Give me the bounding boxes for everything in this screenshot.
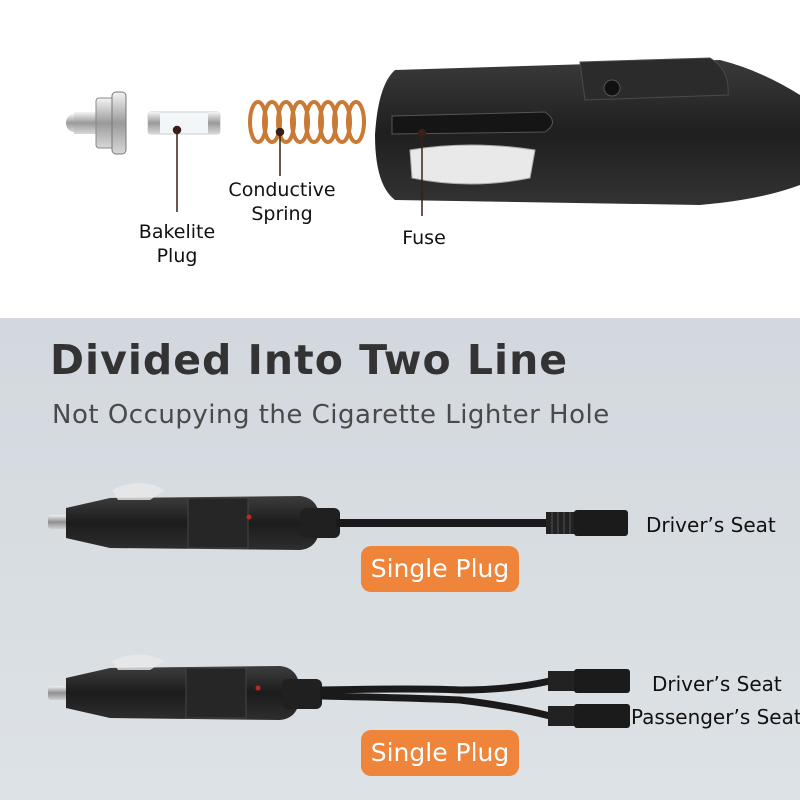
single-plug-badge-2: Single Plug [361,730,519,776]
drivers-seat-label-1: Driver’s Seat [646,513,776,537]
fuse-part [147,111,221,135]
pointer-lines [172,125,427,216]
bakelite-plug-label: Bakelite Plug [138,221,216,267]
cable-illustrations [48,483,630,728]
fuse-label: Fuse [402,227,446,249]
headline-subtitle: Not Occupying the Cigarette Lighter Hole [52,400,610,430]
plug-body-part [375,57,800,205]
conductive-spring-part [248,100,366,144]
drivers-seat-label-2: Driver’s Seat [652,672,782,696]
passengers-seat-label: Passenger’s Seat [631,705,800,729]
headline-title: Divided Into Two Line [50,336,569,384]
dual-output-cable [48,654,630,728]
bakelite-plug-part [66,91,127,155]
single-output-cable [48,483,628,550]
single-plug-badge-1: Single Plug [361,546,519,592]
plug-parts-illustration [66,57,800,216]
conductive-spring-label: Conductive Spring [228,179,336,225]
